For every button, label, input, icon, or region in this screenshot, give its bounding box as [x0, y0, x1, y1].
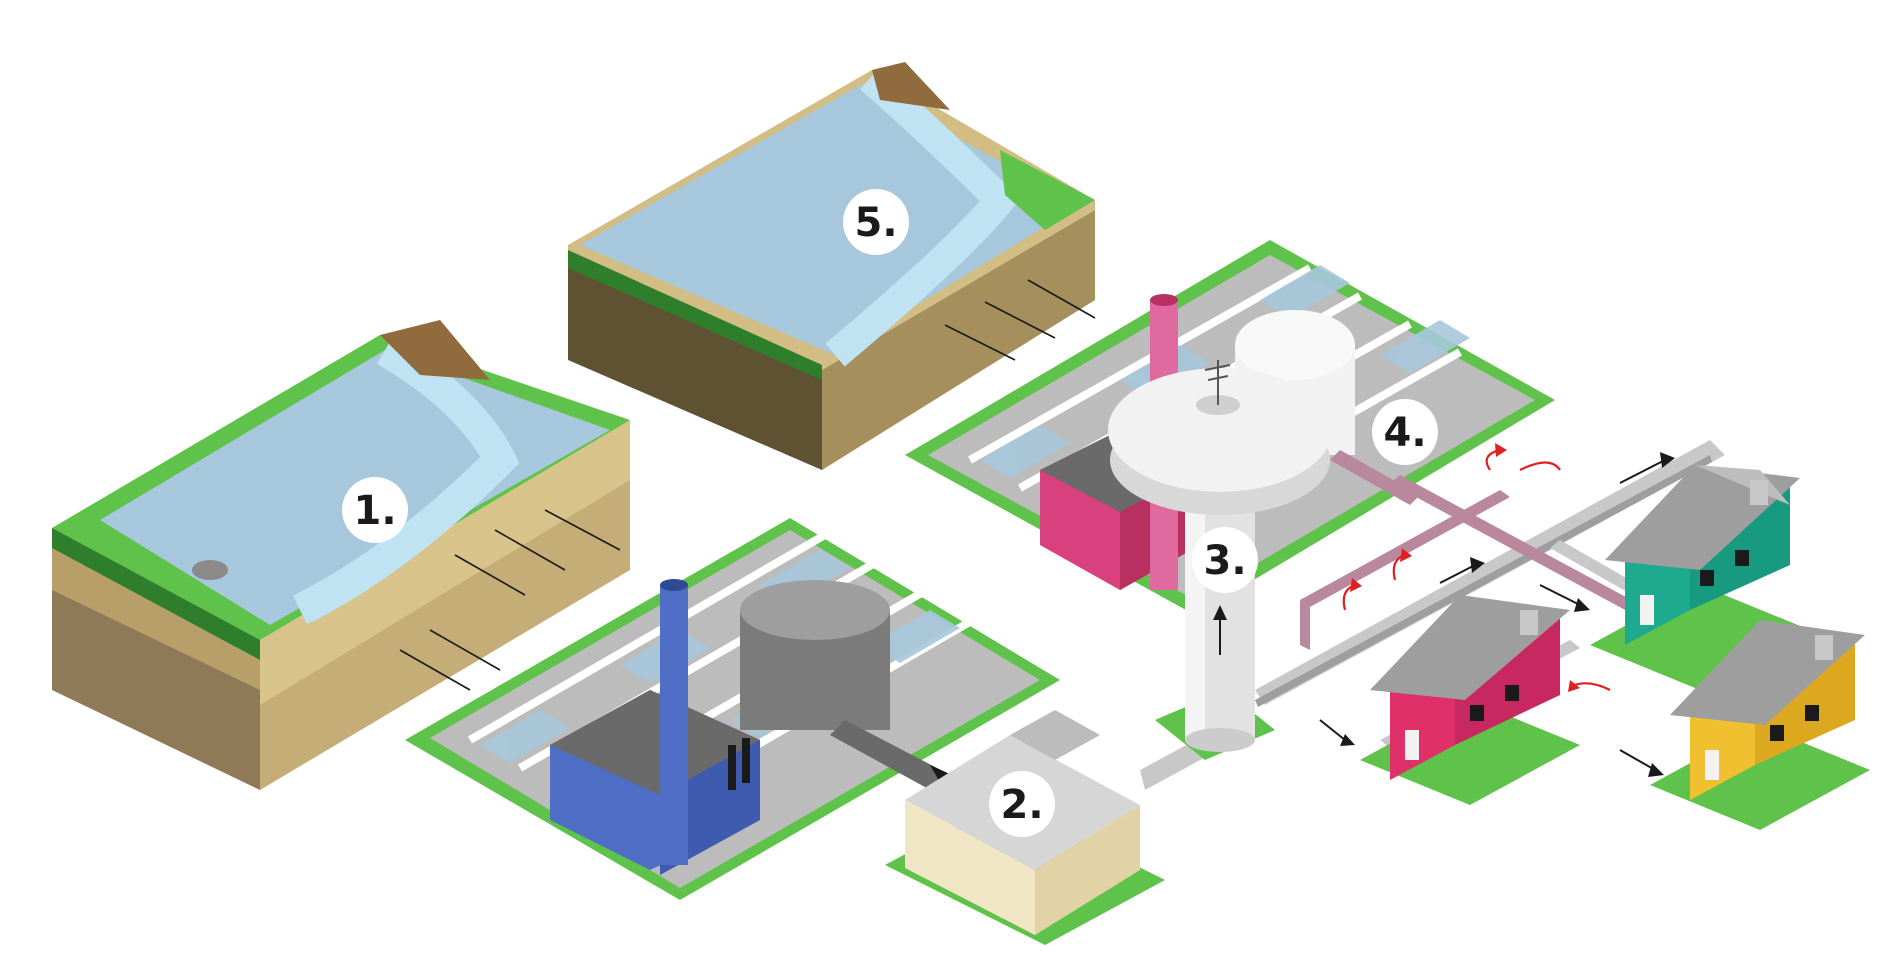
outflow-pipe [830, 720, 960, 798]
stage-3-marker [1192, 527, 1258, 593]
receiving-lake-block: 5. [568, 62, 1096, 470]
water-treatment-plant [405, 518, 1060, 900]
stage-1-label: 1. [353, 488, 396, 534]
sewer-pipe-branch [1390, 475, 1650, 618]
stage-4-label: 4. [1383, 410, 1426, 456]
stage-3-label: 3. [1203, 538, 1246, 584]
stage-5-marker [843, 189, 909, 255]
stage-1-marker [342, 477, 408, 543]
stage-5-label: 5. [854, 200, 897, 246]
stage-4-marker [1372, 399, 1438, 465]
house-yellow [1650, 620, 1870, 830]
stage-2-label: 2. [1000, 782, 1043, 828]
water-tower: 3. [1108, 360, 1332, 760]
groundwater-flow-arrows [399, 509, 621, 691]
blue-chimney [660, 585, 688, 865]
treatment-tank [740, 580, 890, 640]
house-pink [1360, 595, 1580, 805]
inflow-arrows-to-lake [944, 279, 1096, 361]
tower-tank [1108, 368, 1332, 492]
rock [192, 560, 228, 580]
groundwater-source-block: 1. [52, 320, 630, 790]
supply-arrows-to-houses [1319, 584, 1656, 771]
stage-2-marker [989, 771, 1055, 837]
house-green [1590, 465, 1810, 690]
storage-tank [1235, 310, 1355, 380]
pump-station: 2. [885, 710, 1215, 945]
